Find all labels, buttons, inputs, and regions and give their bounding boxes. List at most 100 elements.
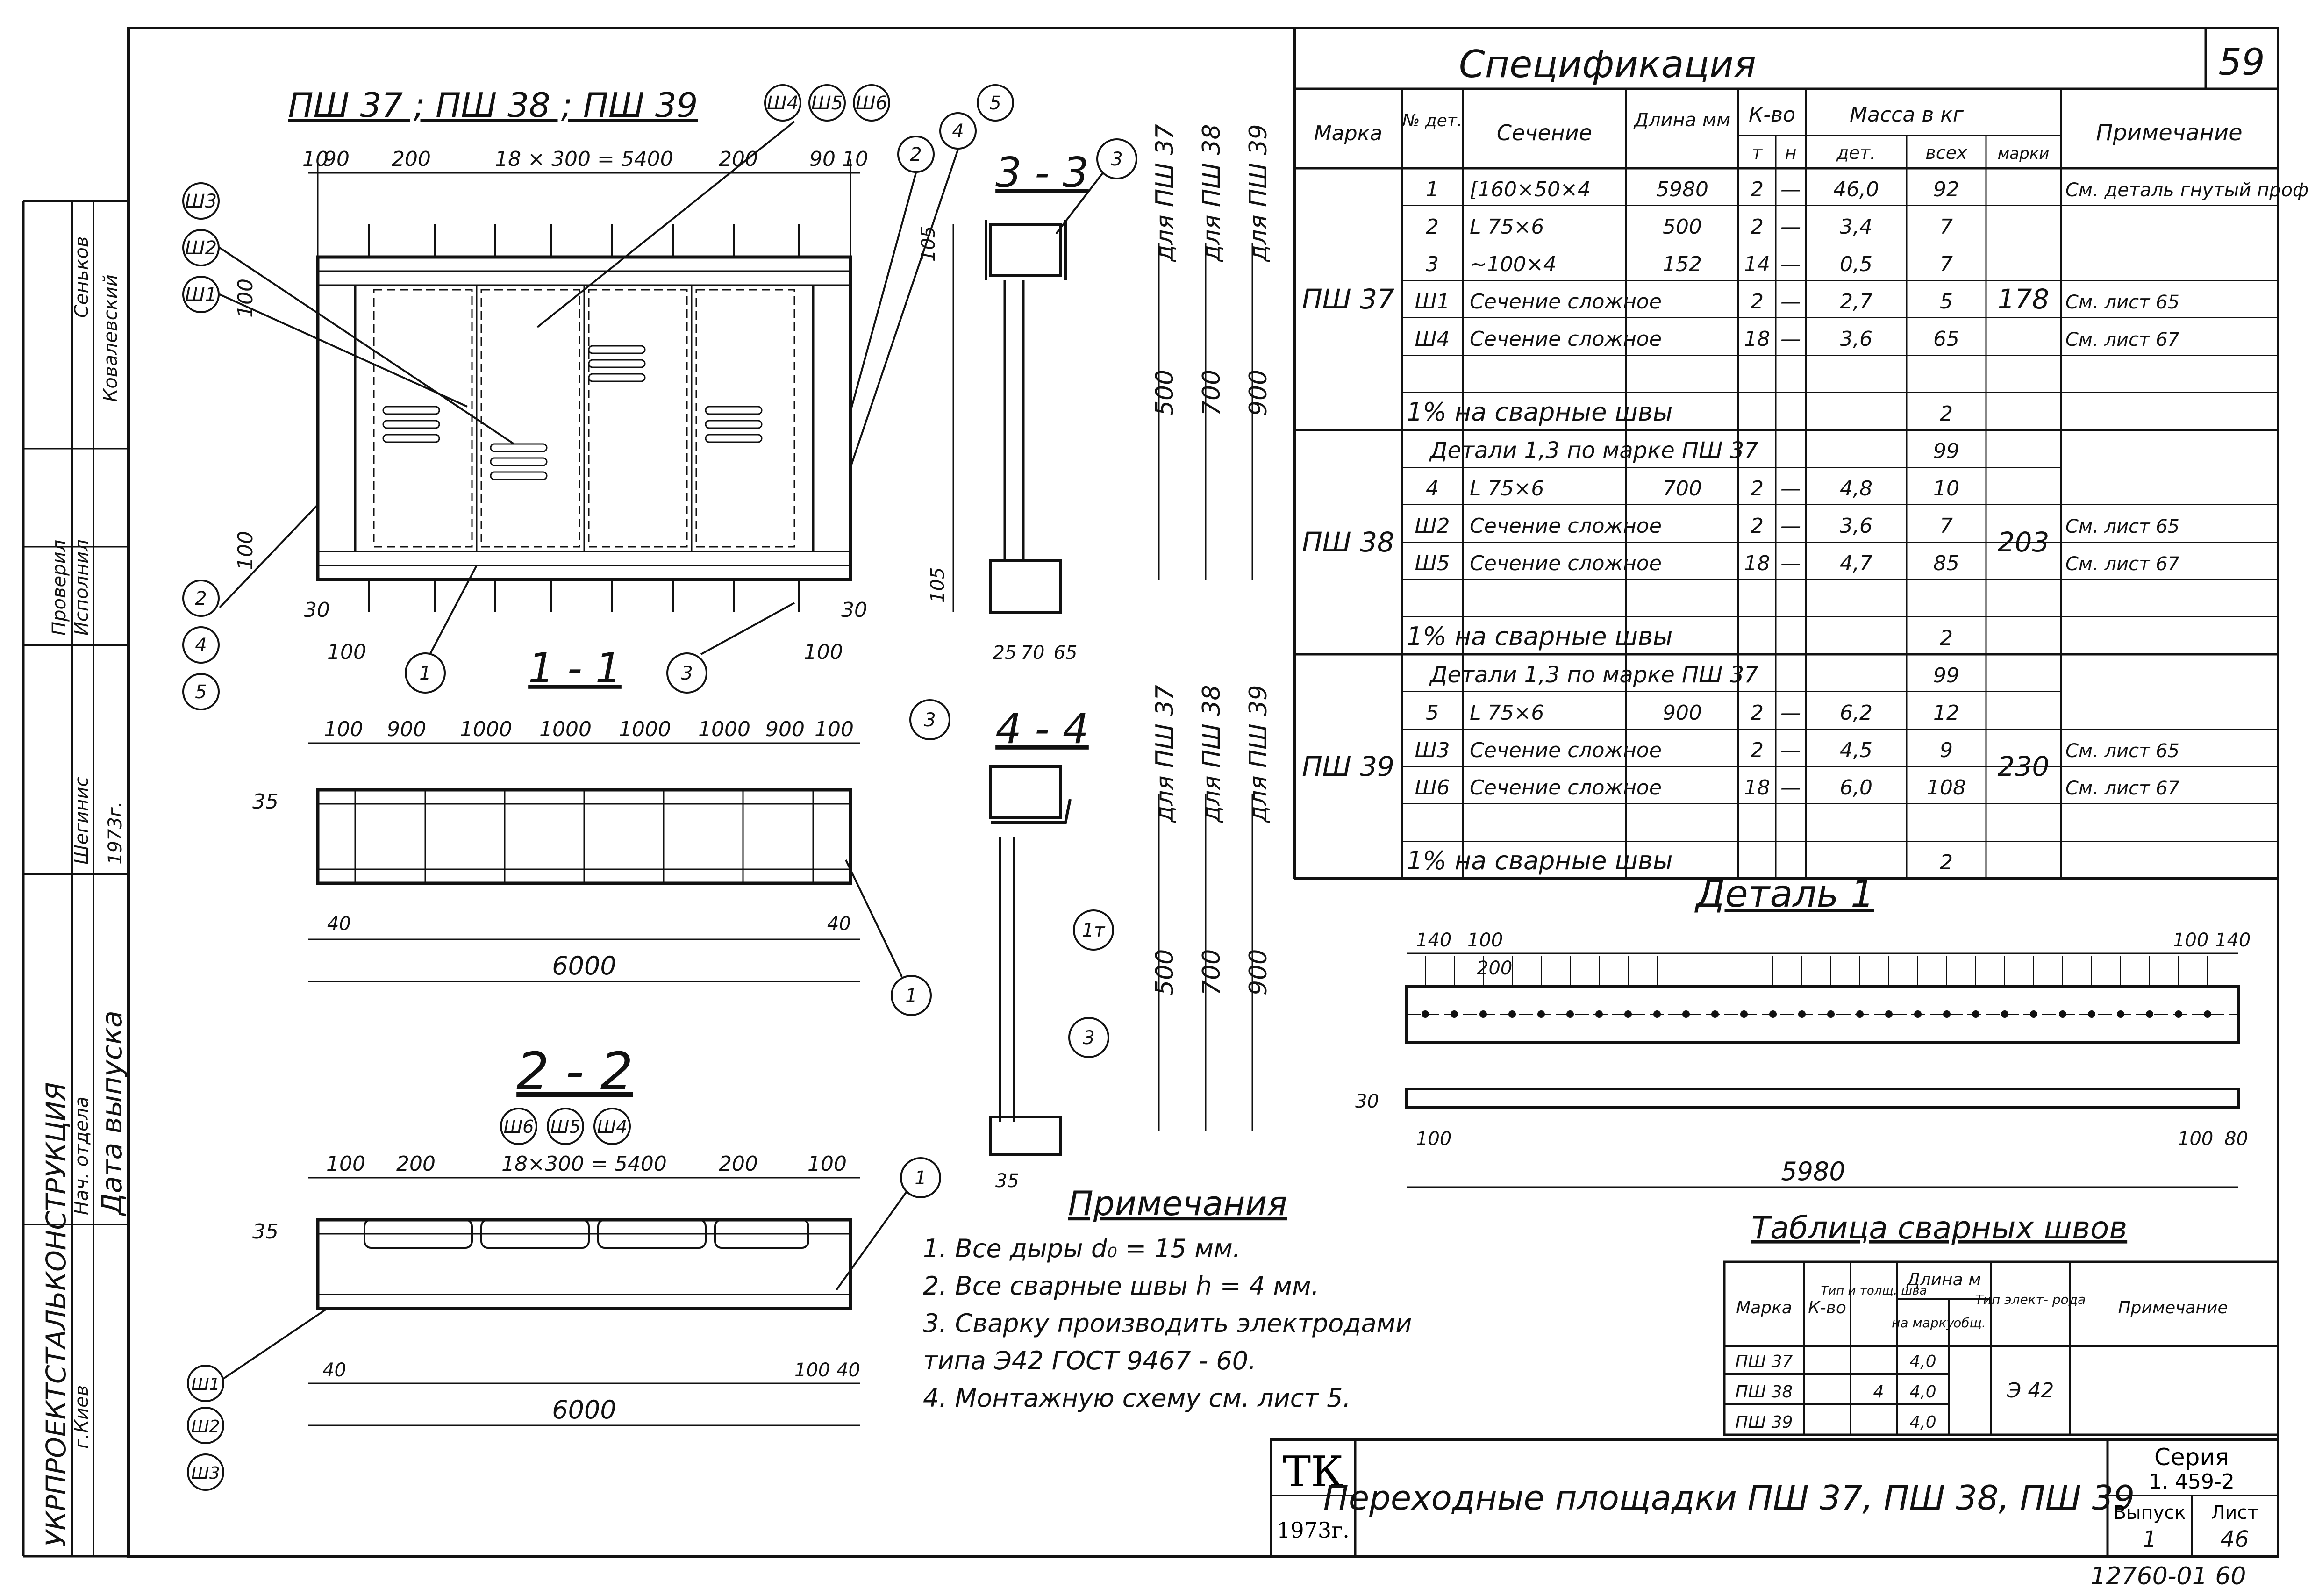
spec-g0-r4-t: 18 [1744, 327, 1770, 351]
spec-g1-r2-section: Сечение сложное [1470, 551, 1662, 575]
dim44-500: 500 [1151, 949, 1179, 995]
spec-g2-r2-t: 18 [1744, 776, 1770, 800]
detail-hole [1479, 1010, 1487, 1018]
spec-g1-same: Детали 1,3 по марке ПШ 37 [1429, 437, 1758, 464]
callout-1-sec11: 1 [905, 985, 917, 1007]
dim33-70: 70 [1021, 642, 1045, 664]
issue-label: Выпуск [2114, 1502, 2186, 1524]
spec-g1-r2-note: См. лист 67 [2065, 553, 2180, 575]
callout-sh1-22: Ш1 [191, 1375, 220, 1394]
spec-g0-r3-det: 2,7 [1840, 290, 1872, 314]
spec-g0-r2-no: 3 [1426, 252, 1439, 276]
spec-g2-r2-section: Сечение сложное [1470, 776, 1662, 800]
weld-type-mark: 4 [1873, 1382, 1884, 1402]
callout-4b: 4 [952, 121, 964, 142]
callout-3-sec44b: 3 [1083, 1027, 1094, 1049]
spec-g0-mark: ПШ 37 [1302, 283, 1394, 315]
dim33-25: 25 [993, 642, 1017, 664]
detail-hole [1422, 1010, 1429, 1018]
stamp-org: УКРПРОЕКТСТАЛЬКОНСТРУКЦИЯ [40, 1082, 72, 1547]
detail-hole [1595, 1010, 1603, 1018]
spec-g0-r4-section: Сечение сложное [1470, 327, 1662, 351]
note-3: 3. Сварку производить электродами [923, 1309, 1412, 1338]
dim22-6000: 6000 [552, 1395, 616, 1424]
weld-r2-mark: ПШ 39 [1736, 1413, 1793, 1432]
dim-100-l: 100 [327, 640, 366, 664]
spec-g0-r0-all: 92 [1933, 178, 1959, 201]
detail-hole [1943, 1010, 1951, 1018]
spec-g0-r2-section: ~100×4 [1470, 252, 1557, 276]
dim-top-6: 10 [842, 147, 868, 171]
spec-g0-r0-no: 1 [1426, 178, 1439, 201]
notes-title: Примечания [1068, 1184, 1287, 1223]
dim-top-5: 90 [809, 147, 836, 171]
title-block: ТК 1973г. Переходные площадки ПШ 37, ПШ … [1270, 1438, 2279, 1558]
spec-h-det: дет. [1836, 143, 1876, 163]
spec-g0-r2-det: 0,5 [1840, 252, 1872, 276]
weld-title: Таблица сварных швов [1751, 1210, 2127, 1246]
sheet-frame [127, 27, 2279, 1558]
spec-g2-r1-det: 4,5 [1840, 738, 1872, 762]
sec44-title: 4 - 4 [995, 705, 1089, 753]
spec-title: Спецификация [1459, 43, 1756, 86]
section-4-4: 4 - 4 3 1т 3 500 700 900 для ПШ 37 для П… [909, 685, 1272, 1192]
spec-g1-r0-no: 4 [1426, 477, 1439, 501]
callout-sh2: Ш2 [185, 237, 217, 259]
spec-g1-r2-all: 85 [1933, 551, 1959, 575]
detail-hole [1769, 1010, 1777, 1018]
spec-g2-r0-section: L 75×6 [1470, 701, 1544, 725]
spec-g0-r3-note: См. лист 65 [2065, 292, 2179, 313]
weld-r1-len: 4,0 [1909, 1382, 1936, 1402]
section-1-1: 1 - 1 100 900 1000 1000 1000 1000 900 10… [252, 644, 932, 1016]
weld-r0-mark: ПШ 37 [1736, 1352, 1793, 1371]
weld-table: Таблица сварных швов Марка К-во Тип и то… [1723, 1210, 2279, 1436]
spec-g1-same-all: 99 [1933, 439, 1959, 463]
spec-g0-r1-n: — [1780, 215, 1801, 239]
spec-g1-r1-n: — [1780, 514, 1801, 538]
spec-g2-r0-t: 2 [1751, 701, 1764, 725]
detail-hole [1856, 1010, 1864, 1018]
spec-g2-r0-len: 900 [1663, 701, 1702, 725]
dim22-35: 35 [252, 1220, 279, 1244]
spec-g1-r0-t: 2 [1751, 477, 1764, 501]
spec-g0-r0-section: [160×50×4 [1470, 178, 1591, 201]
note-4: 4. Монтажную схему см. лист 5. [923, 1383, 1351, 1413]
spec-g0-r0-t: 2 [1751, 178, 1764, 201]
callout-sh1: Ш1 [185, 284, 217, 306]
spec-g2-r1-n: — [1780, 738, 1801, 762]
callout-3-sec44: 3 [924, 709, 936, 731]
dim11-4: 1000 [619, 717, 671, 741]
spec-g1-r1-note: См. лист 65 [2065, 516, 2179, 537]
detail-hole [1653, 1010, 1661, 1018]
spec-g1-r1-no: Ш2 [1415, 514, 1450, 538]
detail-hole [2088, 1010, 2095, 1018]
callout-labels-plan: Ш3 Ш2 Ш1 2 4 5 Ш4 Ш5 Ш6 2 4 5 1 3 [185, 93, 1001, 703]
for44-pw37: для ПШ 37 [1151, 685, 1179, 823]
sheet-value: 46 [2220, 1526, 2249, 1553]
stamp-role-2: Исполнил [71, 539, 93, 636]
callout-2: 2 [195, 588, 207, 609]
section-3-3: 3 - 3 3 105 105 25 70 65 500 700 900 для… [918, 124, 1272, 664]
dim-left-100b: 100 [234, 531, 257, 570]
spec-g2-r0-no: 5 [1426, 701, 1439, 725]
spec-g0-weld: 1% на сварные швы [1407, 397, 1672, 427]
det-dim-200: 200 [1477, 958, 1512, 979]
dim-top-2: 200 [392, 147, 431, 171]
weld-h-mark: Марка [1736, 1298, 1792, 1317]
spec-g0-r3-t: 2 [1751, 290, 1764, 314]
callout-sh4-22: Ш4 [597, 1116, 628, 1137]
stamp-date-label: Дата выпуска [96, 1010, 129, 1217]
issue-value: 1 [2143, 1526, 2157, 1553]
spec-g2-r2-det: 6,0 [1840, 776, 1872, 800]
spec-g2-r2-no: Ш6 [1415, 776, 1450, 800]
spec-g2-weld-all: 2 [1940, 851, 1953, 874]
sec11-title: 1 - 1 [528, 644, 622, 692]
spec-g1-r0-len: 700 [1663, 477, 1702, 501]
sec33-title: 3 - 3 [995, 149, 1089, 197]
spec-g2-total: 230 [1998, 751, 2050, 782]
dim11-0: 100 [324, 717, 363, 741]
detail-hole [1885, 1010, 1893, 1018]
spec-h-all: всех [1925, 143, 1967, 163]
spec-h-n: н [1785, 143, 1797, 163]
